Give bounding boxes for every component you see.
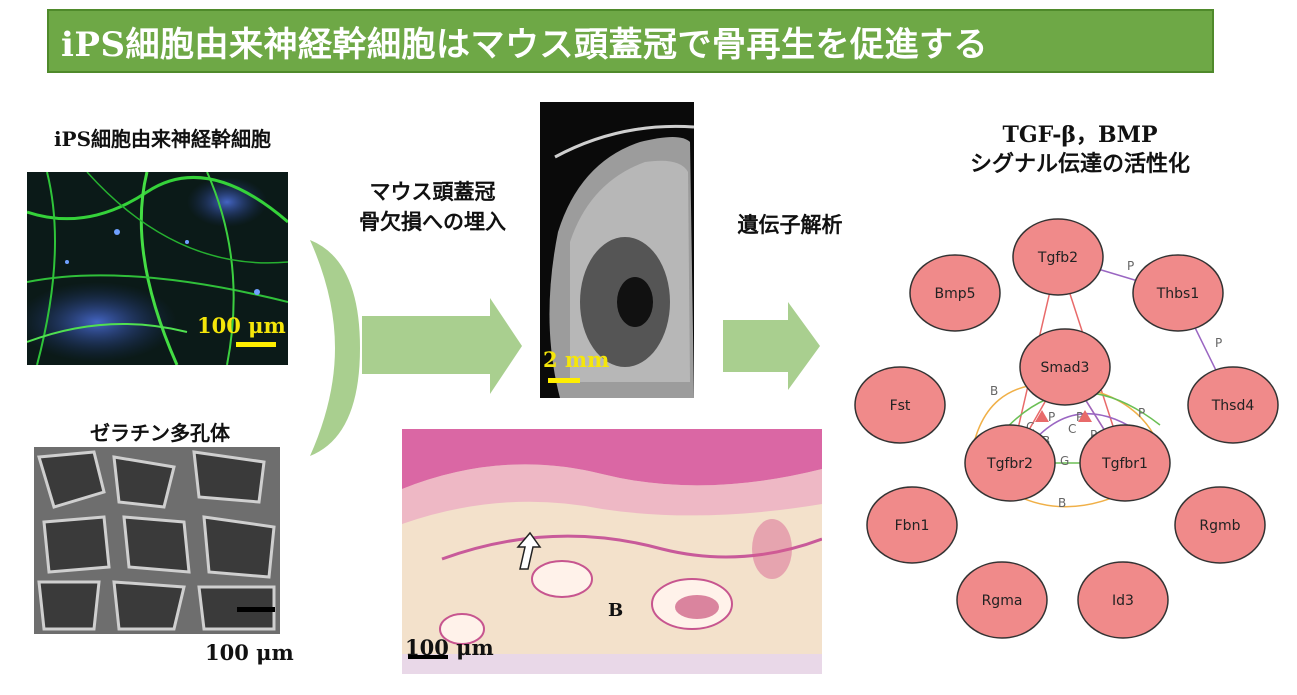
network-node-thbs1: Thbs1 bbox=[1132, 254, 1224, 332]
histology-art bbox=[402, 429, 822, 674]
network-node-fst: Fst bbox=[854, 366, 946, 444]
network-edge-label: P bbox=[1138, 406, 1145, 420]
implant-label-line1: マウス頭蓋冠 bbox=[369, 180, 496, 204]
network-node-bmp5: Bmp5 bbox=[909, 254, 1001, 332]
network-edge-label: P bbox=[1127, 259, 1134, 273]
network-arrowhead bbox=[1078, 410, 1092, 422]
network-node-rgmb: Rgmb bbox=[1174, 486, 1266, 564]
network-arrowhead bbox=[1035, 410, 1049, 422]
signal-label-line2: シグナル伝達の活性化 bbox=[969, 152, 1190, 177]
network-node-label: Tgfbr1 bbox=[1101, 456, 1148, 472]
page-title: iPS細胞由来神経幹細胞はマウス頭蓋冠で骨再生を促進する bbox=[61, 24, 989, 65]
ips-micrograph bbox=[27, 172, 288, 365]
network-node-shape bbox=[1132, 254, 1224, 332]
gene-analysis-label: 遺伝子解析 bbox=[737, 213, 843, 237]
network-node-shape bbox=[956, 561, 1048, 639]
network-node-shape bbox=[1012, 218, 1104, 296]
network-node-label: Fbn1 bbox=[895, 518, 930, 534]
ips-scale-label: 100 μm bbox=[197, 313, 286, 338]
network-node-fbn1: Fbn1 bbox=[866, 486, 958, 564]
network-node-shape bbox=[909, 254, 1001, 332]
flow-arrows bbox=[310, 240, 820, 456]
network-node-label: Rgmb bbox=[1199, 518, 1240, 534]
join-bracket bbox=[310, 240, 360, 456]
network-node-label: Thsd4 bbox=[1211, 398, 1255, 414]
network-node-thsd4: Thsd4 bbox=[1187, 366, 1279, 444]
signal-label-line1: TGF-β，BMP bbox=[1002, 122, 1158, 148]
network-node-shape bbox=[1019, 328, 1111, 406]
histology-bone-marker: B bbox=[608, 600, 624, 621]
network-node-label: Tgfb2 bbox=[1037, 250, 1078, 266]
network-node-tgfbr1: Tgfbr1 bbox=[1079, 424, 1171, 502]
ips-label: iPS細胞由来神経幹細胞 bbox=[53, 127, 272, 151]
network-node-rgma: Rgma bbox=[956, 561, 1048, 639]
histology-image bbox=[402, 429, 822, 674]
network-node-shape bbox=[1187, 366, 1279, 444]
gene-network: PPBPCCPBPPGBTgfb2Bmp5Thbs1Smad3FstThsd4T… bbox=[854, 218, 1279, 639]
network-edge-label: C bbox=[1068, 422, 1076, 436]
network-node-label: Fst bbox=[890, 398, 911, 414]
network-node-smad3: Smad3 bbox=[1019, 328, 1111, 406]
network-node-id3: Id3 bbox=[1077, 561, 1169, 639]
gelatin-sem-image bbox=[34, 447, 280, 634]
gelatin-scale-label: 100 μm bbox=[205, 640, 294, 665]
network-node-label: Thbs1 bbox=[1156, 286, 1200, 302]
implant-label: マウス頭蓋冠 骨欠損への埋入 bbox=[325, 177, 540, 237]
arrow-to-network bbox=[723, 302, 820, 390]
network-edge-label: P bbox=[1076, 410, 1083, 424]
ips-micrograph-art bbox=[27, 172, 288, 365]
network-edge-label: P bbox=[1215, 336, 1222, 350]
network-node-tgfb2: Tgfb2 bbox=[1012, 218, 1104, 296]
implant-label-line2: 骨欠損への埋入 bbox=[359, 210, 506, 234]
network-node-shape bbox=[964, 424, 1056, 502]
histology-scale-label: 100 μm bbox=[405, 635, 494, 660]
network-node-tgfbr2: Tgfbr2 bbox=[964, 424, 1056, 502]
network-node-label: Id3 bbox=[1112, 593, 1134, 609]
ct-image bbox=[540, 102, 694, 398]
gelatin-sem-art bbox=[34, 447, 280, 634]
network-node-label: Bmp5 bbox=[934, 286, 975, 302]
signal-label: TGF-β，BMP シグナル伝達の活性化 bbox=[900, 120, 1260, 180]
network-node-label: Smad3 bbox=[1041, 360, 1090, 376]
network-edge-label: C bbox=[1026, 420, 1034, 434]
ct-image-art bbox=[548, 124, 694, 398]
gelatin-label: ゼラチン多孔体 bbox=[90, 421, 230, 445]
network-node-shape bbox=[1174, 486, 1266, 564]
title-banner: iPS細胞由来神経幹細胞はマウス頭蓋冠で骨再生を促進する bbox=[47, 9, 1214, 73]
network-node-shape bbox=[866, 486, 958, 564]
network-edge-label: B bbox=[990, 384, 998, 398]
network-edge-label: B bbox=[1058, 496, 1066, 510]
network-node-label: Rgma bbox=[982, 593, 1023, 609]
network-node-label: Tgfbr2 bbox=[986, 456, 1033, 472]
arrow-to-ct bbox=[362, 298, 522, 394]
network-node-shape bbox=[1077, 561, 1169, 639]
ct-scale-label: 2 mm bbox=[543, 347, 610, 372]
network-node-shape bbox=[854, 366, 946, 444]
network-edge-label: P bbox=[1048, 410, 1055, 424]
network-edge-label: G bbox=[1060, 454, 1069, 468]
network-node-shape bbox=[1079, 424, 1171, 502]
